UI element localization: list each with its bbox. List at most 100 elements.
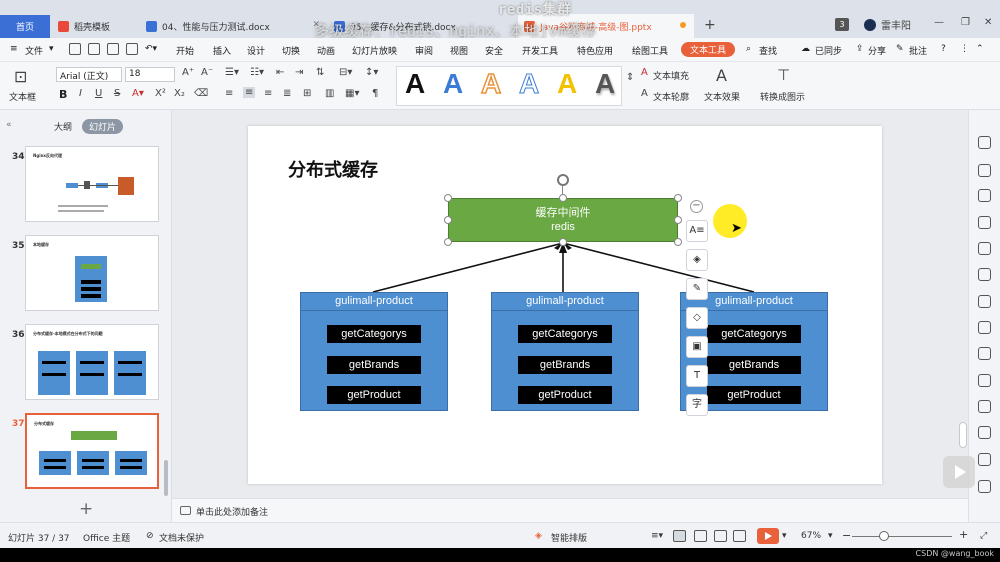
resize-handle-nw[interactable]	[444, 194, 452, 202]
underline-button[interactable]: U	[95, 88, 103, 99]
theme-name[interactable]: Office 主题	[83, 534, 131, 544]
decrease-indent-icon[interactable]: ⇤	[276, 67, 285, 78]
slide-thumbnail-37-selected[interactable]: 分布式缓存	[25, 413, 159, 489]
search-icon[interactable]: ⌕	[746, 44, 752, 54]
notes-placeholder[interactable]: 单击此处添加备注	[196, 508, 269, 518]
text-effect-icon[interactable]: A	[716, 66, 727, 85]
copy-icon[interactable]	[978, 164, 991, 177]
text-fill-button[interactable]: 文本填充	[653, 72, 690, 82]
slide-thumbnail-35[interactable]: 本地缓存	[25, 235, 159, 311]
tab-pptx-active[interactable]: Java谷粒商城-高级-图.pptx	[518, 14, 694, 38]
resize-handle-s[interactable]	[559, 238, 567, 246]
reading-view-icon[interactable]	[714, 530, 727, 542]
collapse-panel-icon[interactable]: «	[6, 120, 12, 130]
zoom-out-button[interactable]: −	[842, 529, 852, 542]
slide-title[interactable]: 分布式缓存	[288, 160, 378, 180]
chevron-down-icon[interactable]: ▾	[828, 531, 833, 541]
print-icon[interactable]	[107, 43, 119, 55]
italic-button[interactable]: I	[79, 88, 82, 99]
lock-icon[interactable]	[978, 216, 991, 229]
border-icon[interactable]: ▣	[686, 336, 708, 358]
more-icon[interactable]: ⋮	[960, 44, 969, 54]
text-style-blue[interactable]: A	[443, 68, 464, 99]
image-icon[interactable]	[978, 242, 991, 255]
resize-handle-w[interactable]	[444, 216, 452, 224]
notes-toggle-icon[interactable]: ≡▾	[651, 531, 664, 541]
align-left-icon[interactable]: ≡	[225, 88, 234, 99]
zoom-slider-handle[interactable]	[879, 531, 889, 541]
collapse-toolbar-button[interactable]: −	[690, 200, 703, 213]
menu-animation[interactable]: 动画	[317, 47, 336, 57]
slide-thumbnail-36[interactable]: 分布式缓存-本地模式在分布式下的问题	[25, 324, 159, 400]
fill-bucket-icon[interactable]: ◇	[686, 307, 708, 329]
smart-layout-icon[interactable]: ◈	[535, 531, 542, 541]
font-name-select[interactable]: Arial (正文)	[56, 67, 122, 82]
share-icon[interactable]: ⇪	[856, 44, 864, 54]
text-style-orange-outline[interactable]: A	[480, 67, 502, 100]
text-fill-icon[interactable]: A	[641, 67, 648, 78]
superscript-button[interactable]: X²	[155, 88, 166, 99]
new-tab-button[interactable]: +	[704, 17, 716, 33]
zoom-in-button[interactable]: +	[959, 528, 969, 541]
text-box-icon[interactable]: T	[686, 365, 708, 387]
menu-review[interactable]: 审阅	[415, 47, 434, 57]
chevron-down-icon[interactable]: ▾	[782, 531, 787, 541]
text-style-black[interactable]: A	[405, 68, 426, 99]
text-outline-icon[interactable]: A	[641, 88, 648, 99]
at-sign-icon[interactable]	[978, 453, 991, 466]
text-outline-button[interactable]: 文本轮廓	[653, 93, 690, 103]
cache-middleware-box[interactable]: 缓存中间件 redis	[448, 198, 678, 242]
screen-icon[interactable]	[978, 400, 991, 413]
comment-icon[interactable]: ✎	[896, 44, 904, 54]
star-icon[interactable]	[978, 136, 991, 149]
resize-handle-n[interactable]	[559, 194, 567, 202]
columns-icon[interactable]: ▥	[325, 88, 335, 99]
bold-button[interactable]: B	[59, 88, 68, 101]
numbered-list-icon[interactable]: ☷▾	[250, 67, 264, 78]
tab-home[interactable]: 首页	[0, 15, 50, 38]
menu-text-tools[interactable]: 文本工具	[681, 42, 736, 57]
close-icon[interactable]: ✕	[312, 20, 320, 30]
increase-indent-icon[interactable]: ⇥	[295, 67, 304, 78]
tab-doc-cache-lock[interactable]: 05、缓存&分布式锁.docx	[328, 14, 516, 38]
speaker-icon[interactable]	[978, 426, 991, 439]
shapes-icon[interactable]	[978, 189, 991, 202]
share-button[interactable]: 分享	[868, 47, 887, 57]
resize-handle-e[interactable]	[674, 216, 682, 224]
menu-drawing-tools[interactable]: 绘图工具	[632, 47, 669, 57]
print-preview-icon[interactable]	[126, 43, 138, 55]
font-size-select[interactable]: 18	[125, 67, 175, 82]
help-button[interactable]: ?	[941, 44, 946, 54]
method-box[interactable]: getProduct	[707, 386, 801, 404]
sync-status[interactable]: 已同步	[815, 47, 843, 57]
column-settings-icon[interactable]: ▦▾	[345, 88, 360, 99]
thumbnail-scrollbar[interactable]	[164, 460, 168, 496]
method-box[interactable]: getProduct	[518, 386, 612, 404]
hamburger-icon[interactable]: ≡	[10, 44, 18, 54]
align-center-icon[interactable]: ≡	[243, 87, 256, 98]
subscript-button[interactable]: X₂	[174, 88, 185, 99]
service-box-1[interactable]: gulimall-product getCategorys getBrands …	[300, 292, 448, 411]
strikethrough-button[interactable]: S	[114, 88, 121, 99]
resize-handle-sw[interactable]	[444, 238, 452, 246]
properties-icon[interactable]	[978, 295, 991, 308]
slide-sorter-icon[interactable]	[694, 530, 707, 542]
video-play-overlay-icon[interactable]	[943, 456, 975, 488]
align-text-icon[interactable]: ⊟▾	[339, 67, 353, 78]
normal-view-icon[interactable]	[673, 530, 686, 542]
font-color-button[interactable]: A▾	[132, 88, 144, 99]
play-slideshow-icon[interactable]	[757, 528, 779, 544]
method-box[interactable]: getCategorys	[518, 325, 612, 343]
menu-file[interactable]: 文件	[25, 47, 44, 57]
text-format-icon[interactable]: A≡	[686, 220, 708, 242]
chart-icon[interactable]	[978, 268, 991, 281]
new-doc-icon[interactable]	[69, 43, 81, 55]
menu-transition[interactable]: 切换	[282, 47, 301, 57]
method-box[interactable]: getBrands	[518, 356, 612, 374]
menu-slideshow[interactable]: 幻灯片放映	[352, 47, 398, 57]
convert-to-diagram-button[interactable]: 转换成图示	[760, 93, 806, 103]
text-effect-button[interactable]: 文本效果	[704, 93, 741, 103]
pen-icon[interactable]: ✎	[686, 278, 708, 300]
avatar[interactable]	[864, 19, 876, 31]
method-box[interactable]: getBrands	[707, 356, 801, 374]
